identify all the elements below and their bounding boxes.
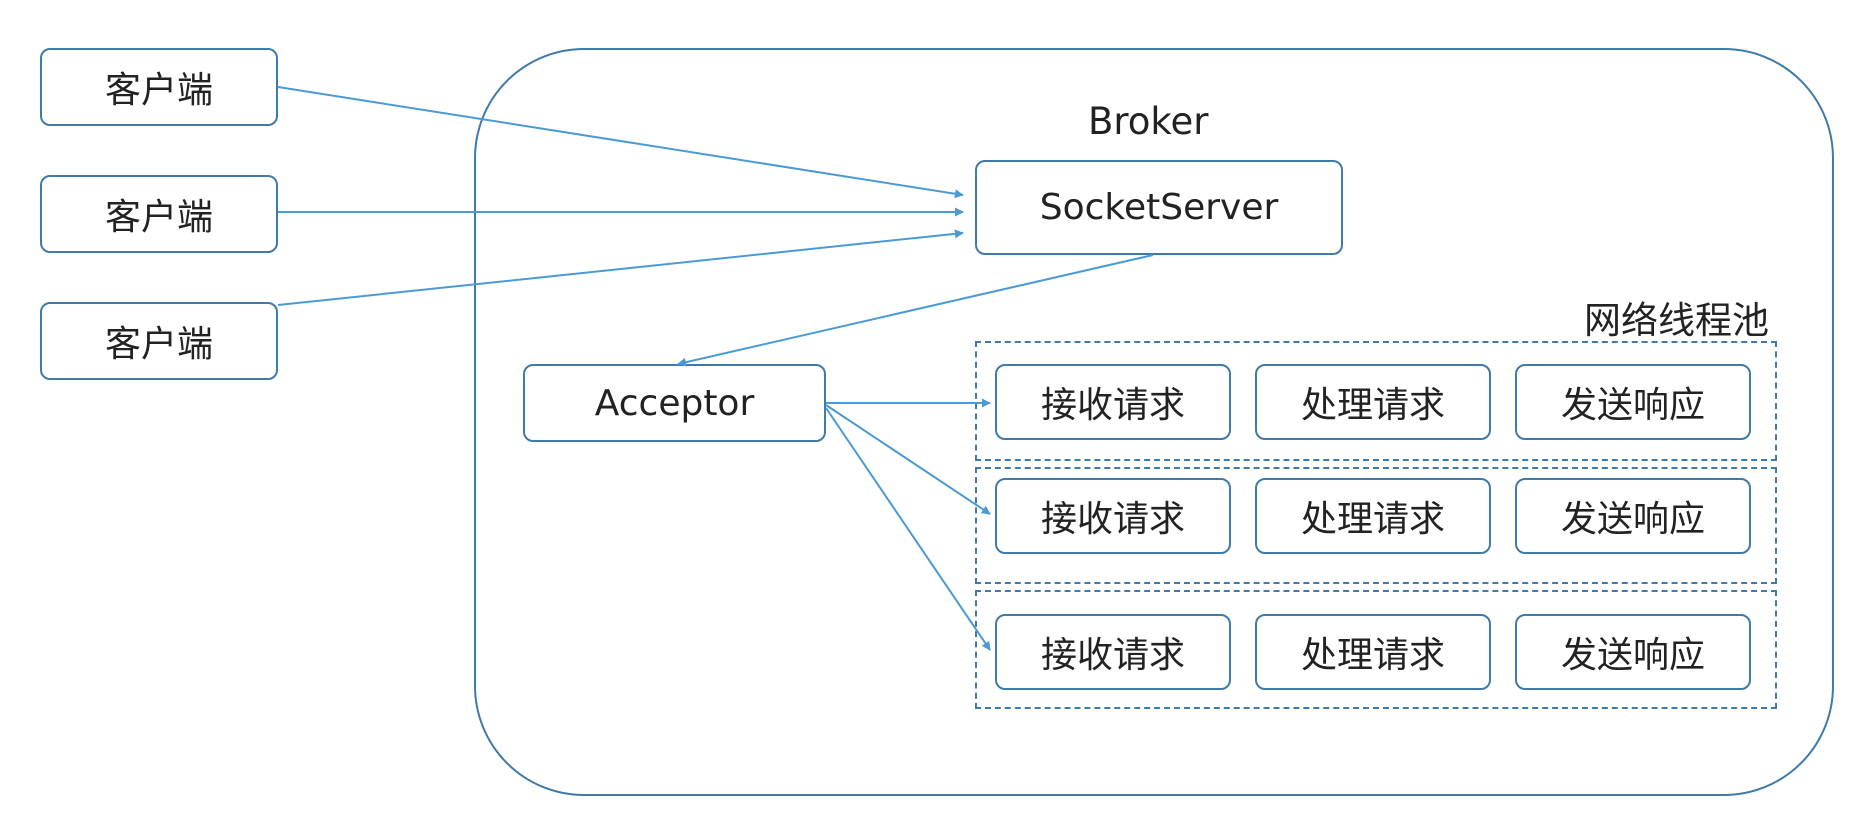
socket-server-box: SocketServer: [975, 160, 1343, 255]
receive-request-label: 接收请求: [1040, 385, 1185, 426]
acceptor-label: Acceptor: [594, 382, 755, 424]
receive-request-box: 接收请求: [995, 614, 1231, 690]
thread-pool-row-3: [975, 590, 1777, 709]
send-response-label: 发送响应: [1560, 385, 1705, 426]
send-response-box: 发送响应: [1515, 364, 1751, 440]
receive-request-label: 接收请求: [1040, 499, 1185, 540]
process-request-label: 处理请求: [1300, 499, 1445, 540]
receive-request-box: 接收请求: [995, 478, 1231, 554]
acceptor-box: Acceptor: [523, 364, 826, 442]
socket-server-label: SocketServer: [1039, 187, 1279, 228]
client-box-1: 客户端: [40, 48, 278, 126]
process-request-box: 处理请求: [1255, 478, 1491, 554]
thread-pool-title: 网络线程池: [1584, 299, 1769, 342]
send-response-label: 发送响应: [1560, 635, 1705, 676]
process-request-box: 处理请求: [1255, 614, 1491, 690]
send-response-box: 发送响应: [1515, 614, 1751, 690]
client-label: 客户端: [104, 70, 213, 111]
acceptor-to-pool-row-3-arrow: [825, 407, 991, 651]
socket-server-to-acceptor-arrow: [677, 254, 1154, 367]
process-request-box: 处理请求: [1255, 364, 1491, 440]
client-label: 客户端: [104, 324, 213, 365]
broker-frame: [474, 48, 1834, 796]
thread-pool-row-2: [975, 467, 1777, 584]
process-request-label: 处理请求: [1300, 635, 1445, 676]
client-label: 客户端: [104, 197, 213, 238]
client-box-2: 客户端: [40, 175, 278, 253]
broker-title: Broker: [1088, 100, 1209, 143]
send-response-label: 发送响应: [1560, 499, 1705, 540]
process-request-label: 处理请求: [1300, 385, 1445, 426]
send-response-box: 发送响应: [1515, 478, 1751, 554]
thread-pool-row-1: [975, 341, 1777, 461]
acceptor-to-pool-row-2-arrow: [825, 404, 991, 515]
receive-request-label: 接收请求: [1040, 635, 1185, 676]
client-1-to-socket-server-arrow: [277, 86, 964, 199]
client-box-3: 客户端: [40, 302, 278, 380]
client-3-to-socket-server-arrow: [277, 229, 964, 306]
receive-request-box: 接收请求: [995, 364, 1231, 440]
